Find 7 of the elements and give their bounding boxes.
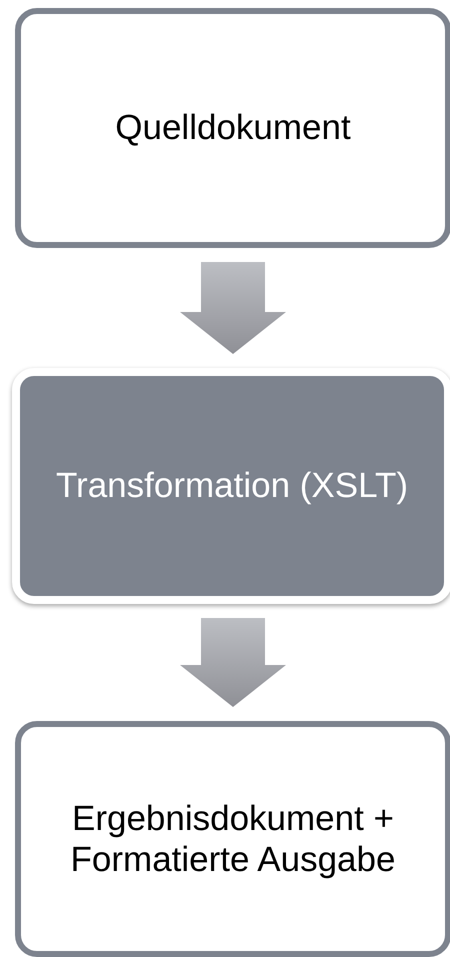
document-box bbox=[15, 721, 450, 957]
down-arrow bbox=[180, 618, 286, 707]
down-arrow bbox=[180, 262, 286, 354]
node-label: Quelldokument bbox=[114, 107, 352, 149]
node-label: Transformation (XSLT) bbox=[54, 465, 410, 507]
document-box bbox=[15, 8, 450, 248]
node-label: Ergebnisdokument + Formatierte Ausgabe bbox=[70, 798, 396, 880]
